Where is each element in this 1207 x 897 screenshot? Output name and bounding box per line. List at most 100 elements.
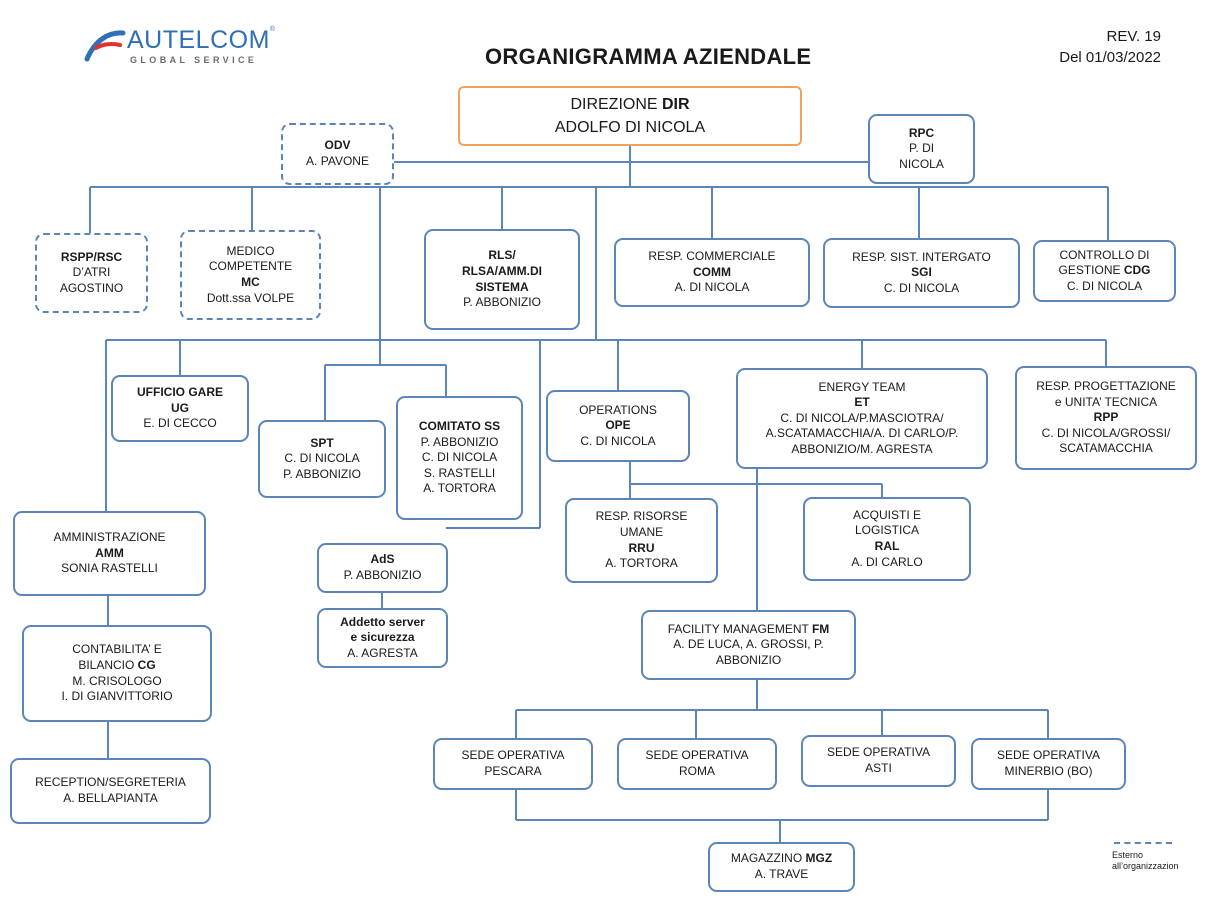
node-line: I. DI GIANVITTORIO — [61, 689, 172, 705]
revision-number: REV. 19 — [1106, 28, 1162, 45]
node-text: DIREZIONE — [570, 95, 662, 113]
node-text: A. DE LUCA, A. GROSSI, P. — [673, 637, 824, 652]
node-text: A. TORTORA — [423, 481, 496, 496]
legend-dashed-line — [1114, 842, 1172, 844]
node-line: C. DI NICOLA — [422, 450, 497, 466]
node-line: SCATAMACCHIA — [1059, 441, 1153, 457]
node-text: A. AGRESTA — [347, 645, 418, 660]
node-line: P. ABBONIZIO — [344, 568, 422, 584]
node-line: AdS — [371, 552, 395, 568]
node-text: RESP. SIST. INTERGATO — [852, 249, 991, 264]
node-text: SEDE OPERATIVA — [827, 745, 930, 760]
node-text: A. DI CARLO — [851, 554, 923, 569]
node-line: RESP. PROGETTAZIONE — [1036, 379, 1176, 395]
node-line: e sicurezza — [350, 630, 414, 646]
node-line: A. BELLAPIANTA — [63, 791, 157, 807]
node-line: RESP. RISORSE — [596, 509, 688, 525]
node-text: LOGISTICA — [854, 523, 919, 538]
node-line: A. TRAVE — [755, 867, 809, 883]
node-text: M. CRISOLOGO — [72, 673, 162, 688]
node-text: RECEPTION/SEGRETERIA — [35, 775, 186, 790]
node-text: C. DI NICOLA — [421, 450, 498, 465]
node-code: UG — [171, 400, 189, 415]
node-code: UFFICIO GARE — [137, 385, 223, 400]
node-line: RPC — [909, 126, 934, 142]
node-line: A. DE LUCA, A. GROSSI, P. — [673, 637, 824, 653]
node-text: SEDE OPERATIVA — [645, 748, 749, 763]
node-line: ABBONIZIO/M. AGRESTA — [791, 442, 932, 458]
node-text: ENERGY TEAM — [818, 379, 906, 394]
node-line: AGOSTINO — [60, 281, 123, 297]
node-line: CONTABILITA’ E — [72, 642, 162, 658]
node-code: CG — [137, 657, 156, 672]
node-text: P. ABBONIZIO — [283, 466, 361, 481]
node-code: SPT — [310, 435, 334, 450]
node-line: Addetto server — [340, 615, 425, 631]
revision-date: Del 01/03/2022 — [1059, 49, 1161, 66]
node-text: FACILITY MANAGEMENT — [667, 621, 812, 636]
node-text: UMANE — [619, 524, 664, 539]
node-text: PESCARA — [484, 764, 542, 778]
node-line: E. DI CECCO — [143, 416, 216, 432]
node-code: COMM — [693, 264, 731, 279]
node-line: C. DI NICOLA — [284, 451, 359, 467]
node-code: e sicurezza — [350, 630, 415, 645]
node-line: ENERGY TEAM — [819, 380, 906, 396]
node-line: COMM — [693, 265, 731, 281]
node-text: CONTABILITA’ E — [72, 642, 162, 657]
node-text: ASTI — [865, 761, 892, 775]
node-text: OPERATIONS — [579, 402, 657, 417]
node-code: OPE — [605, 418, 631, 433]
node-line: A. TORTORA — [605, 556, 677, 572]
node-text: RESP. RISORSE — [595, 509, 688, 524]
node-line: RPP — [1094, 410, 1119, 426]
node-line: OPE — [605, 418, 630, 434]
node-line: MC — [241, 275, 260, 291]
node-line: COMPETENTE — [209, 259, 292, 275]
logo-name: AUTELCOM® — [127, 26, 276, 54]
node-text: ACQUISTI E — [852, 507, 921, 522]
node-text: C. DI NICOLA — [1066, 278, 1143, 293]
node-code: ODV — [324, 138, 351, 153]
node-code: AMM — [95, 545, 124, 560]
node-text: C. DI NICOLA/GROSSI/ — [1041, 425, 1171, 440]
node-line: C. DI NICOLA — [1067, 279, 1142, 295]
node-line: ACQUISTI E — [853, 508, 921, 524]
node-text: RESP. PROGETTAZIONE — [1036, 379, 1176, 394]
node-code: Addetto server — [340, 614, 425, 629]
node-text: P. ABBONIZIO — [343, 568, 422, 582]
node-code: ET — [854, 395, 870, 410]
node-line: M. CRISOLOGO — [72, 674, 161, 690]
node-line: A. TORTORA — [423, 481, 495, 497]
node-line: C. DI NICOLA — [580, 434, 655, 450]
legend: Esterno all’organizzazion — [1112, 842, 1207, 873]
revision-info: REV. 19 Del 01/03/2022 — [1059, 26, 1161, 68]
node-line: RSPP/RSC — [61, 250, 122, 266]
node-line: C. DI NICOLA/P.MASCIOTRA/ — [780, 411, 943, 427]
node-line: AMMINISTRAZIONE — [53, 530, 165, 546]
node-code: MC — [241, 275, 260, 289]
node-text: MAGAZZINO — [730, 851, 806, 866]
legend-label-1: Esterno — [1112, 850, 1144, 860]
node-line: ROMA — [679, 764, 715, 780]
node-line: MAGAZZINO MGZ — [731, 851, 832, 867]
node-line: P. DI — [909, 141, 934, 157]
node-text: NICOLA — [899, 156, 944, 171]
node-text: AMMINISTRAZIONE — [53, 530, 166, 545]
node-code: RPC — [908, 125, 935, 140]
node-text: ROMA — [679, 764, 715, 778]
